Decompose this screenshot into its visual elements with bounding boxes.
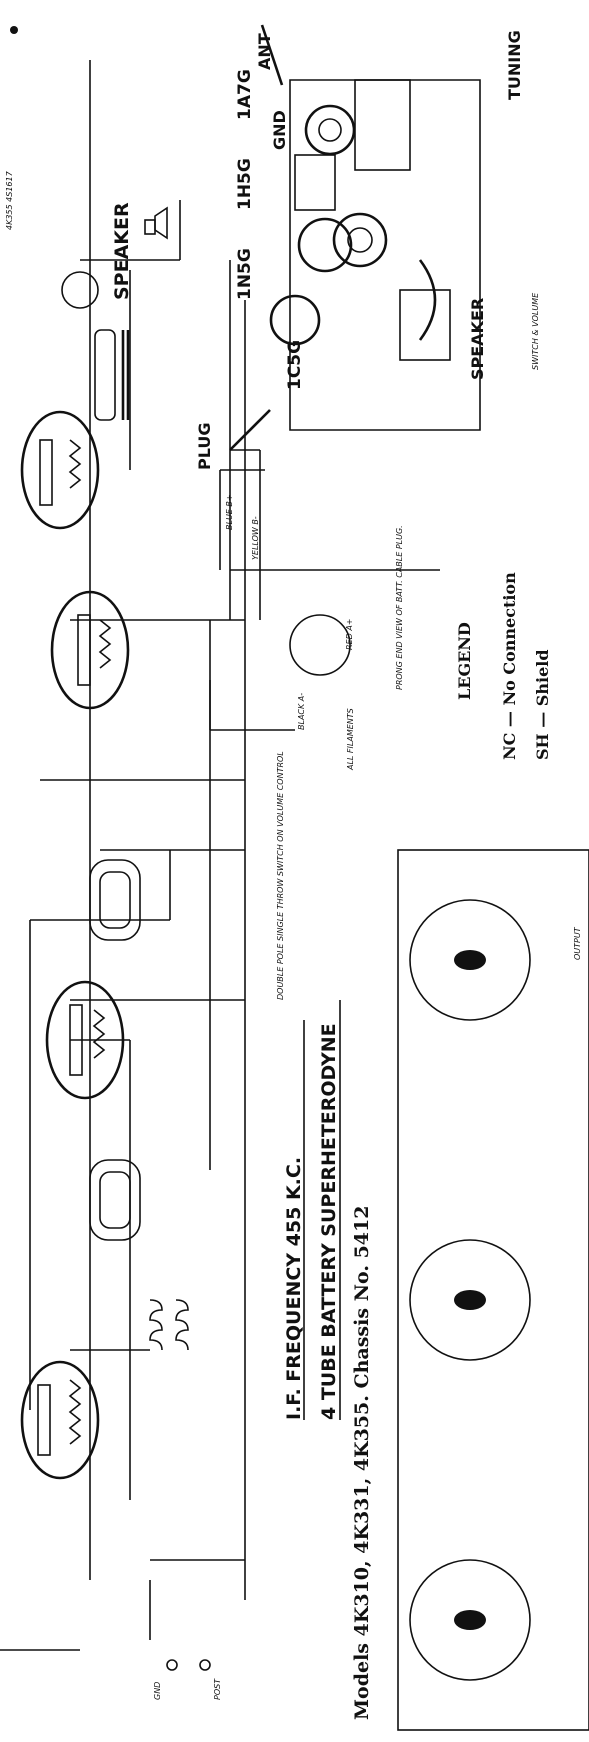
chassis-tube-1a7g: 1A7G [235, 69, 255, 120]
transformer-t3 [89, 859, 141, 941]
chassis-tube-1c5g: 1C5G [285, 340, 305, 390]
socket-3 [409, 899, 531, 1021]
switch-note: DOUBLE POLE SINGLE THROW SWITCH ON VOLUM… [276, 751, 285, 1000]
speaker-symbol: SPEAKER [61, 202, 168, 309]
speaker-label: SPEAKER [111, 202, 133, 300]
output-label: OUTPUT [573, 926, 582, 960]
socket-panel: OUTPUT [397, 849, 589, 1731]
chassis-tuning-label: TUNING [505, 30, 524, 100]
tube-1n5g-symbol [45, 980, 125, 1100]
plug-label: PLUG [195, 423, 214, 470]
legend-title: LEGEND [455, 622, 474, 700]
coils [89, 329, 189, 1351]
socket-1 [409, 1559, 531, 1681]
receiver-type-title: 4 TUBE BATTERY SUPERHETERODYNE [318, 1023, 340, 1420]
tube-1h5g-symbol [50, 590, 130, 710]
all-filaments-note: ALL FILAMENTS [346, 708, 355, 771]
ant-terminal-label: ANT [255, 33, 274, 70]
prong-end-view-note: PRONG END VIEW OF BATT. CABLE PLUG. [395, 525, 404, 690]
wiring [0, 60, 440, 1651]
models-title: Models 4K310, 4K331, 4K355. Chassis No. … [351, 1206, 373, 1720]
chassis-speaker-label: SPEAKER [468, 298, 487, 380]
chassis-tube-1n5g: 1N5G [235, 248, 255, 300]
blue-b-plus-lead: BLUE B+ [225, 494, 234, 530]
gnd-terminal-label: GND [153, 1682, 162, 1700]
if-frequency-title: I.F. FREQUENCY 455 K.C. [283, 1157, 305, 1420]
transformer-t4 [94, 329, 130, 421]
red-a-plus-lead: RED A+ [345, 619, 354, 651]
chassis-gnd-label: GND [270, 110, 289, 150]
title-block: I.F. FREQUENCY 455 K.C. 4 TUBE BATTERY S… [5, 26, 373, 1720]
chassis-tube-1h5g: 1H5G [235, 158, 255, 210]
header-codes: 4K355 4S1617 [5, 170, 14, 230]
tube-1a7g-symbol [20, 1360, 100, 1480]
legend-sh: SH — Shield [533, 649, 552, 760]
black-a-minus-lead: BLACK A- [297, 693, 306, 730]
tube-1c5g-symbol [20, 410, 100, 530]
chassis-switch-volume-label: SWITCH & VOLUME [531, 292, 540, 370]
chassis-layout: ANT 1A7G 1H5G 1N5G 1C5G GND TUNING SPEAK… [235, 24, 540, 431]
post-terminal-label: POST [213, 1678, 222, 1700]
transformer-t2 [89, 1159, 141, 1241]
tubes [20, 410, 130, 1480]
yellow-b-minus-lead: YELLOW B- [251, 516, 260, 560]
battery-plug: PLUG BLUE B+ YELLOW B- BLACK A- RED A+ D… [195, 409, 404, 1000]
transformer-t1 [149, 1299, 189, 1351]
socket-2 [409, 1239, 531, 1361]
legend-nc: NC — No Connection [500, 572, 519, 760]
legend: LEGEND NC — No Connection SH — Shield [455, 572, 552, 760]
terminal-block: GND POST [153, 1659, 222, 1700]
